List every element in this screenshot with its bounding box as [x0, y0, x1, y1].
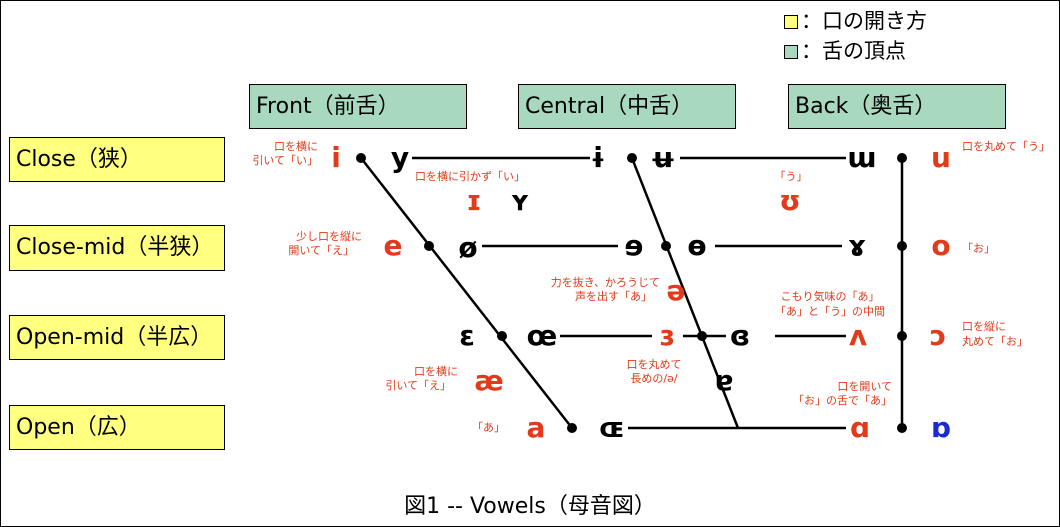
legend-mouth-label: ：口の開き方 [801, 9, 927, 33]
vowel-alpha: ɑ [850, 411, 870, 444]
vowel-open-o: ɔ [930, 319, 947, 352]
vowel-turned-alpha: ɒ [931, 411, 951, 444]
figure-caption: 図1 -- Vowels（母音図） [404, 494, 656, 519]
vowel-a: a [527, 411, 546, 444]
note-wedge-line2: 「あ」と「う」の中間 [775, 305, 885, 318]
column-header-front: Front（前舌） [249, 84, 467, 129]
note-near-close-front: 口を横に引かず「い」 [415, 169, 525, 183]
legend-tongue-swatch [784, 45, 798, 59]
note-o: 「お」 [962, 242, 995, 255]
vowel-oe: œ [527, 319, 558, 352]
central-line [630, 157, 740, 429]
note-near-close-back: 「う」 [775, 170, 808, 183]
note-alpha-line2: 「お」の舌で「あ」 [793, 394, 892, 407]
vowel-barred-o: ɵ [687, 229, 706, 262]
note-e-line2: 開いて「え」 [288, 244, 354, 257]
vowel-reversed-e: ɘ [625, 229, 644, 262]
row-header-open: Open（広） [9, 405, 225, 450]
note-schwa-line2: 声を出す「あ」 [575, 289, 652, 303]
vowel-turned-m: ɯ [847, 141, 876, 174]
vowel-schwa: ə [667, 274, 686, 307]
vowel-y: y [391, 141, 409, 174]
note-wedge-line1: こもり気味の「あ」 [781, 289, 880, 303]
note-er-line2: 長めの/ə/ [630, 372, 677, 385]
note-ae-line2: 引いて「え」 [385, 378, 451, 392]
chart-dots [356, 153, 907, 433]
vowel-o-slash: ø [458, 231, 477, 264]
vowel-turned-a: ɐ [715, 364, 734, 397]
chart-lines [360, 156, 904, 430]
vowel-barred-u: ʉ [650, 141, 676, 174]
front-edge-line [360, 157, 573, 429]
vowel-rams-horn: ɤ [848, 229, 866, 262]
note-er-line1: 口を丸めて [627, 358, 682, 371]
vowel-turned-v: ʌ [849, 319, 867, 352]
note-schwa-line1: 力を抜き、かろうじて [551, 275, 660, 289]
note-i-line1: 口を横に [274, 139, 318, 153]
vowel-o: o [931, 229, 950, 262]
vowel-i: i [331, 141, 341, 174]
legend-mouth-swatch [784, 15, 798, 29]
vowel-small-cap-y: ʏ [510, 184, 530, 217]
note-alpha-line1: 口を開いて [837, 380, 892, 393]
vowel-closed-reversed-open-e: ɞ [730, 319, 750, 352]
note-i-line2: 引いて「い」 [252, 153, 318, 167]
note-ae-line1: 口を横に [414, 364, 458, 378]
legend-tongue-label: ：舌の頂点 [801, 39, 906, 63]
note-u: 口を丸めて「う」 [962, 140, 1050, 153]
note-open-o-line2: 丸めて「お」 [962, 335, 1028, 348]
row-header-close-mid: Close-mid（半狭） [9, 225, 225, 271]
note-open-o-line1: 口を縦に [962, 320, 1006, 333]
vowel-open-e: ɛ [459, 319, 475, 352]
column-header-central: Central（中舌） [518, 84, 736, 129]
column-header-back: Back（奥舌） [788, 84, 1006, 129]
vowel-u: u [931, 141, 951, 174]
vowel-upsilon: ʊ [779, 184, 801, 217]
note-e-line1: 少し口を縦に [296, 230, 362, 243]
vowel-oe-ligature-cap: ɶ [599, 411, 624, 444]
row-header-open-mid: Open-mid（半広） [9, 315, 225, 360]
vowel-reversed-open-e: ɜ [659, 319, 674, 352]
vowel-ae: æ [474, 364, 503, 397]
note-a: 「あ」 [472, 421, 505, 434]
vowel-e: e [384, 229, 403, 262]
vowel-small-cap-i: ɪ [466, 184, 481, 217]
row-header-close: Close（狭） [9, 137, 225, 182]
vowel-barred-i: ɨ [590, 141, 605, 174]
